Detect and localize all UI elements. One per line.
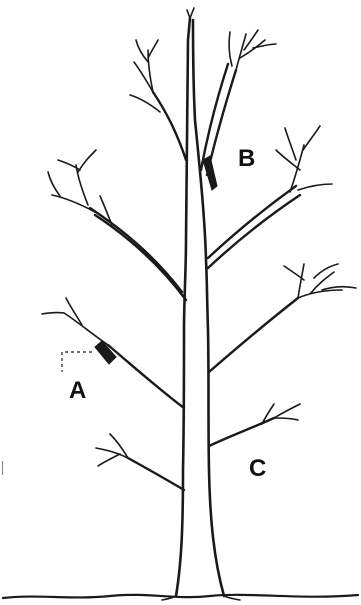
pruning-cut-a — [95, 341, 116, 364]
ground-line — [3, 595, 358, 598]
left-mid-limb — [48, 150, 186, 300]
cut-guide-a — [62, 352, 92, 372]
right-lower-limb — [209, 264, 356, 372]
margin-mark — [2, 461, 6, 475]
trunk — [162, 18, 240, 600]
lower-left-limb — [96, 434, 184, 490]
right-mid-limb — [208, 126, 332, 268]
branch-c — [209, 404, 300, 446]
label-c: C — [249, 457, 266, 481]
label-a: A — [69, 379, 86, 403]
upper-left-limb — [130, 40, 186, 160]
branch-a — [42, 298, 184, 408]
label-b: B — [238, 147, 255, 171]
leader-top — [187, 8, 194, 18]
pruning-cut-b — [203, 156, 217, 190]
